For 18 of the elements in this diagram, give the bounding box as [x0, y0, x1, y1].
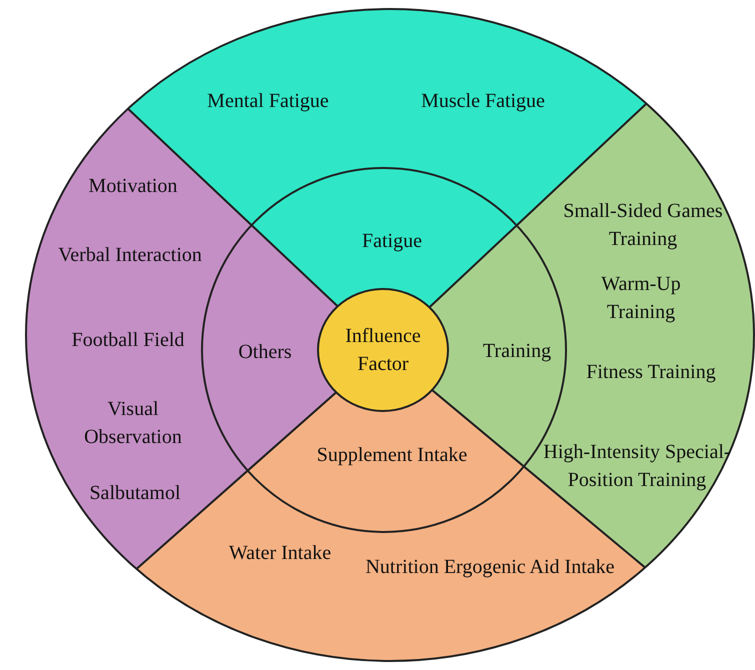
factor-label: Football Field	[70, 328, 186, 353]
factor-label: High-Intensity Special-Position Training	[542, 440, 732, 493]
factor-label: Motivation	[88, 174, 178, 199]
factor-label: Verbal Interaction	[57, 243, 203, 268]
factor-label: Water Intake	[228, 541, 332, 566]
category-label: Training	[482, 339, 552, 364]
category-label: Supplement Intake	[316, 443, 468, 468]
category-label: Others	[237, 340, 293, 365]
factor-label: Fitness Training	[585, 360, 717, 385]
factor-label: Warm-Up Training	[600, 272, 682, 325]
center-label: Influence Factor	[344, 324, 422, 377]
category-label: Fatigue	[361, 229, 423, 254]
factor-label: Visual Observation	[83, 397, 183, 450]
factor-label: Muscle Fatigue	[420, 89, 546, 114]
factor-label: Nutrition Ergogenic Aid Intake	[365, 555, 615, 580]
factor-label: Small-Sided Games Training	[562, 199, 724, 252]
factor-label: Mental Fatigue	[206, 89, 330, 114]
factor-label: Salbutamol	[88, 481, 182, 506]
